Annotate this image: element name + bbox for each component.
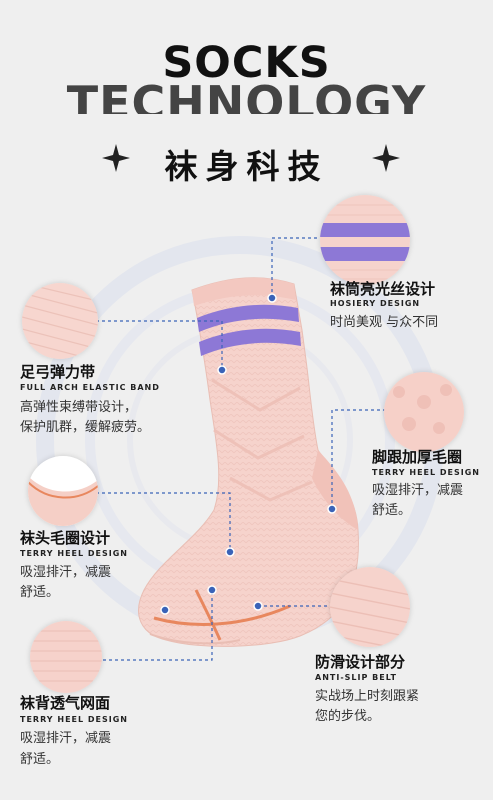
feature-title: 袜筒亮光丝设计 [330, 280, 436, 298]
feature-subtitle: TERRY HEEL DESIGN [20, 549, 128, 558]
zoom-back-mesh-detail [30, 621, 102, 693]
feature-desc-line: 吸湿排汗，减震 [20, 565, 112, 580]
feature-title: 袜背透气网面 [20, 694, 111, 712]
feature-desc-line: 舒适。 [372, 503, 412, 518]
zoom-heel-detail [384, 372, 464, 452]
feature-title: 脚跟加厚毛圈 [372, 448, 463, 466]
zoom-toe-detail [28, 456, 98, 526]
feature-desc-line: 保护肌群，缓解疲劳。 [20, 420, 151, 435]
title-socks: SOCKS [162, 38, 331, 88]
feature-desc-line: 舒适。 [20, 585, 60, 600]
feature-desc-line: 吸湿排汗，减震 [372, 483, 464, 498]
sparkle-left-icon [102, 144, 130, 172]
feature-title: 防滑设计部分 [315, 653, 406, 671]
title-technology: TECHNOLOGY [66, 76, 427, 130]
feature-subtitle: TERRY HEEL DESIGN [20, 715, 128, 724]
zoom-arch-detail [22, 283, 98, 359]
title-chinese: 袜身科技 [164, 147, 329, 186]
feature-title: 袜头毛圈设计 [20, 529, 111, 547]
zoom-hosiery-detail [320, 195, 410, 285]
feature-desc-line: 实战场上时刻跟紧 [315, 689, 420, 704]
feature-subtitle: FULL ARCH ELASTIC BAND [20, 383, 160, 392]
zoom-antislip-detail [330, 567, 410, 647]
feature-desc-line: 高弹性束缚带设计， [20, 400, 138, 415]
feature-desc-line: 时尚美观 与众不同 [330, 315, 439, 330]
sparkle-right-icon [372, 144, 400, 172]
feature-desc-line: 舒适。 [20, 752, 60, 767]
feature-desc-line: 吸湿排汗，减震 [20, 731, 112, 746]
feature-title: 足弓弹力带 [20, 363, 96, 381]
feature-desc-line: 您的步伐。 [315, 709, 381, 724]
feature-subtitle: TERRY HEEL DESIGN [372, 468, 480, 477]
feature-subtitle: HOSIERY DESIGN [330, 299, 421, 308]
feature-subtitle: ANTI-SLIP BELT [315, 673, 397, 682]
